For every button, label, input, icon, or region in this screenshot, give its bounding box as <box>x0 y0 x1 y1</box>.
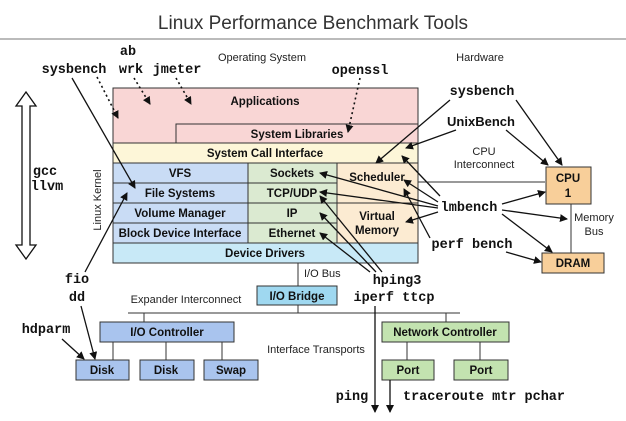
port-box-1 <box>381 359 435 381</box>
tool-wrk: wrk <box>119 63 143 78</box>
io-bridge-label: I/O Bridge <box>270 291 325 303</box>
network-controller-label: Network Controller <box>393 327 497 339</box>
tcp-udp-label: TCP/UDP <box>267 188 318 200</box>
perfbench-scheduler-arrow-icon <box>403 188 431 239</box>
lmbench-scheduler-arrow-icon <box>403 179 439 203</box>
openssl-arrow-icon <box>345 77 361 133</box>
tool-openssl: openssl <box>332 64 389 79</box>
linux-kernel-label: Linux Kernel <box>92 169 104 230</box>
tool-ping: ping <box>336 390 368 405</box>
fio-fs-arrow-icon <box>84 192 128 273</box>
operating-system-label: Operating System <box>218 52 306 64</box>
lmbench-syscall-arrow-icon <box>401 155 441 197</box>
cpu-box <box>545 166 592 205</box>
dd-disk-arrow-icon <box>80 305 98 360</box>
tool-ab: ab <box>120 45 136 60</box>
tool-sysbench-right: sysbench <box>450 85 515 100</box>
cpu-label-1: CPU <box>556 173 580 185</box>
dram-box <box>541 252 605 274</box>
disk-box-2 <box>139 359 195 381</box>
tool-sysbench-left: sysbench <box>42 63 107 78</box>
wrk-arrow-icon <box>133 77 151 105</box>
disk-label-1: Disk <box>90 365 115 377</box>
lmbench-cpu-arrow-icon <box>501 190 546 205</box>
tool-perf-bench: perf bench <box>431 238 512 253</box>
tool-iperf-ttcp: iperf ttcp <box>353 291 434 306</box>
lmbench-dram-arrow-icon <box>501 213 553 253</box>
lmbench-vm-arrow-icon <box>405 211 439 224</box>
port-label-2: Port <box>470 365 493 377</box>
dram-label: DRAM <box>556 258 591 270</box>
virtual-memory-label-2: Memory <box>355 225 400 237</box>
interface-transports-label: Interface Transports <box>267 344 365 356</box>
memory-bus-label-2: Bus <box>585 226 604 238</box>
hping3-ethernet-arrow-icon <box>319 232 371 273</box>
disk-label-2: Disk <box>154 365 179 377</box>
jmeter-arrow-icon <box>175 77 192 105</box>
tool-hdparm: hdparm <box>22 323 71 338</box>
lmbench-sockets-arrow-icon <box>319 171 439 207</box>
io-bridge-box <box>256 285 338 306</box>
cpu-interconnect-label-2: Interconnect <box>454 159 515 171</box>
expander-interconnect-label: Expander Interconnect <box>131 294 242 306</box>
block-device-interface-label: Block Device Interface <box>119 228 242 240</box>
perfbench-dram-arrow-icon <box>505 251 542 264</box>
vfs-label: VFS <box>169 168 192 180</box>
ethernet-label: Ethernet <box>269 228 316 240</box>
cpu-interconnect-label-1: CPU <box>472 146 495 158</box>
swap-label: Swap <box>216 365 246 377</box>
tool-traceroute-mtr-pchar: traceroute mtr pchar <box>403 390 565 405</box>
volume-manager-label: Volume Manager <box>134 208 226 220</box>
io-controller-label: I/O Controller <box>130 327 204 339</box>
tool-hping3: hping3 <box>373 274 422 289</box>
unixbench-syscall-arrow-icon <box>405 129 457 150</box>
file-systems-label: File Systems <box>145 188 215 200</box>
swap-box <box>203 359 259 381</box>
hdparm-disk-arrow-icon <box>61 338 85 360</box>
system-call-interface-label: System Call Interface <box>207 148 323 160</box>
network-controller-box <box>381 321 510 343</box>
tool-llvm: llvm <box>31 180 63 195</box>
tool-lmbench: lmbench <box>441 201 498 216</box>
applications-label: Applications <box>230 96 299 108</box>
tool-unixbench: UnixBench <box>447 114 515 129</box>
port-label-1: Port <box>397 365 420 377</box>
diagram-title: Linux Performance Benchmark Tools <box>158 13 468 34</box>
port-box-2 <box>453 359 509 381</box>
system-libraries-label: System Libraries <box>251 129 344 141</box>
io-bus-label: I/O Bus <box>304 268 341 280</box>
ip-label: IP <box>287 208 298 220</box>
lmbench-tcpudp-arrow-icon <box>319 188 439 209</box>
memory-bus-label-1: Memory <box>574 212 614 224</box>
disk-box-1 <box>75 359 130 381</box>
unixbench-cpu-arrow-icon <box>505 129 549 166</box>
virtual-memory-label-1: Virtual <box>359 211 395 223</box>
device-drivers-box <box>112 242 419 264</box>
tool-dd: dd <box>69 291 85 306</box>
tool-fio: fio <box>65 273 89 288</box>
io-controller-box <box>99 321 235 343</box>
sysbench-fs-arrow-icon <box>71 77 136 189</box>
tool-jmeter: jmeter <box>153 63 202 78</box>
sysbench-scheduler-arrow-icon <box>375 99 451 164</box>
scheduler-label: Scheduler <box>349 172 405 184</box>
virtual-memory-box <box>336 202 419 244</box>
cpu-label-2: 1 <box>565 188 572 200</box>
hardware-label: Hardware <box>456 52 504 64</box>
hping3-ip-arrow-icon <box>319 212 377 273</box>
hping3-tcpudp-arrow-icon <box>319 195 383 273</box>
device-drivers-label: Device Drivers <box>225 248 305 260</box>
sysbench-cpu-arrow-icon <box>515 99 563 166</box>
compile-double-arrow-icon <box>14 90 38 261</box>
sockets-label: Sockets <box>270 168 314 180</box>
lmbench-membus-arrow-icon <box>501 209 568 223</box>
tool-gcc: gcc <box>33 165 57 180</box>
